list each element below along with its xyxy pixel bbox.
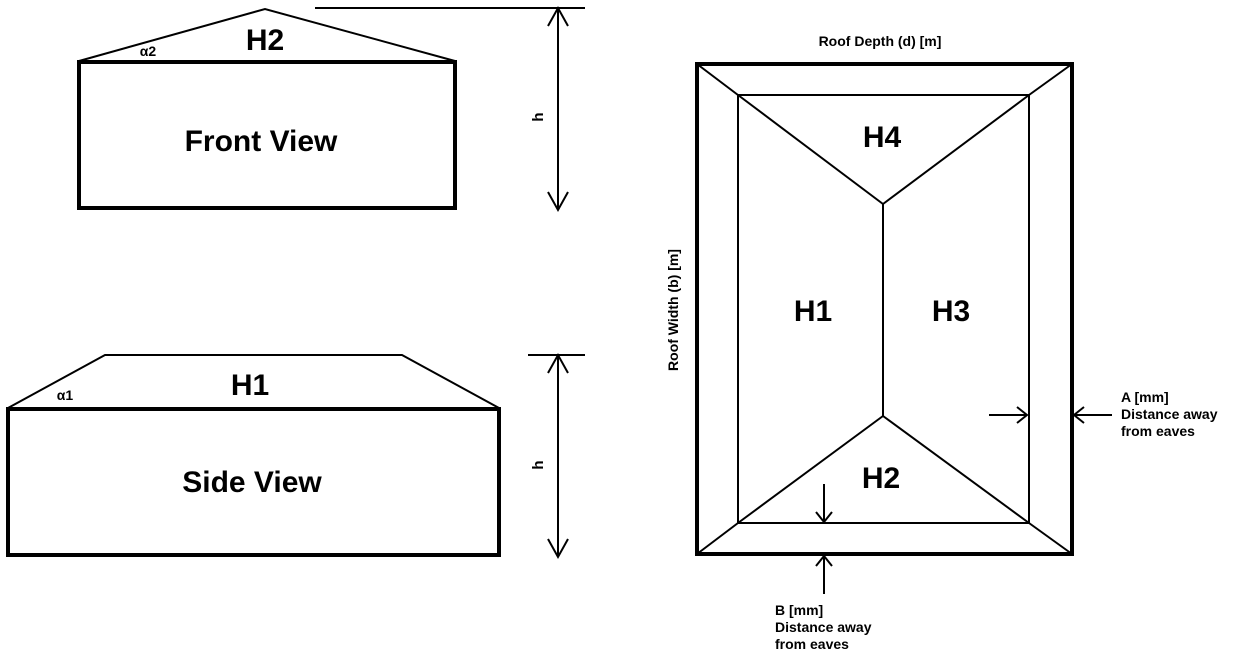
dimension-b: B [mm] Distance away from eaves bbox=[775, 484, 872, 652]
plan-face-h2: H2 bbox=[862, 462, 900, 495]
front-view-angle-label: α2 bbox=[140, 43, 157, 59]
front-view-roof bbox=[78, 7, 456, 62]
front-view: Front View H2 α2 bbox=[77, 7, 457, 210]
plan-inner-boundary bbox=[737, 94, 1030, 524]
plan-face-h4: H4 bbox=[863, 121, 902, 154]
dimension-b-line1: B [mm] bbox=[775, 602, 823, 618]
dimension-a-line3: from eaves bbox=[1121, 423, 1195, 439]
front-height-dimension: h bbox=[315, 5, 585, 213]
plan-face-h3: H3 bbox=[932, 295, 970, 328]
front-view-hip-label: H2 bbox=[246, 24, 284, 57]
side-view: Side View H1 α1 bbox=[6, 354, 501, 557]
plan-hip-bottom-right bbox=[882, 415, 1030, 524]
plan-width-label: Roof Width (b) [m] bbox=[665, 249, 681, 371]
side-view-roof bbox=[7, 354, 500, 409]
dimension-b-line3: from eaves bbox=[775, 636, 849, 652]
side-view-hip-label: H1 bbox=[231, 369, 269, 402]
front-view-wall bbox=[77, 60, 457, 210]
dimension-a-line2: Distance away bbox=[1121, 406, 1218, 422]
dimension-a: A [mm] Distance away from eaves bbox=[989, 389, 1218, 439]
plan-outer-eaves bbox=[695, 62, 1074, 556]
plan-hip-top-left bbox=[737, 94, 884, 205]
plan-depth-label: Roof Depth (d) [m] bbox=[819, 33, 942, 49]
side-view-title: Side View bbox=[182, 466, 322, 499]
side-view-wall bbox=[6, 407, 501, 557]
plan-hip-top-right bbox=[882, 94, 1030, 205]
dimension-a-line1: A [mm] bbox=[1121, 389, 1169, 405]
front-view-title: Front View bbox=[185, 125, 338, 158]
front-height-label: h bbox=[530, 112, 547, 121]
dimension-b-line2: Distance away bbox=[775, 619, 872, 635]
side-height-label: h bbox=[530, 460, 547, 469]
plan-view: H1 H2 H3 H4 Roof Depth (d) [m] Roof Widt… bbox=[665, 33, 1074, 556]
plan-face-h1: H1 bbox=[794, 295, 832, 328]
side-view-angle-label: α1 bbox=[57, 387, 74, 403]
side-height-dimension: h bbox=[528, 352, 585, 560]
plan-hip-bottom-left bbox=[737, 415, 884, 524]
